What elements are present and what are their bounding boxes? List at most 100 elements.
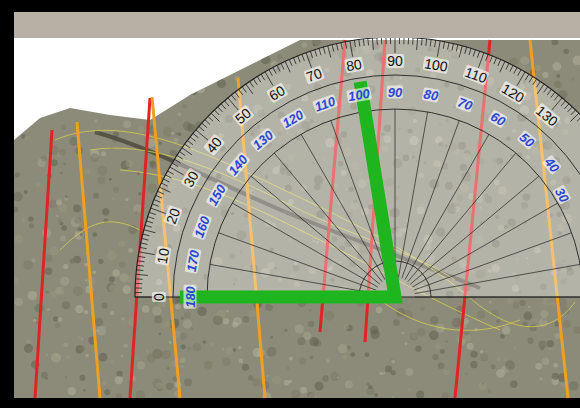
terrain-speck xyxy=(322,375,328,381)
terrain-speck xyxy=(84,310,89,315)
terrain-speck xyxy=(85,279,87,281)
tick-mark xyxy=(332,45,334,52)
tick-mark xyxy=(269,70,272,76)
terrain-speck xyxy=(60,236,66,242)
terrain-speck xyxy=(337,376,339,378)
terrain-speck xyxy=(569,381,578,390)
outer-scale-number: 80 xyxy=(344,56,364,73)
inner-scale-number: 180 xyxy=(184,285,197,309)
terrain-speck xyxy=(277,55,282,60)
tick-mark xyxy=(136,269,143,271)
terrain-speck xyxy=(197,53,202,58)
terrain-speck xyxy=(12,58,20,66)
tick-mark xyxy=(141,243,148,244)
terrain-speck xyxy=(309,337,318,346)
terrain-speck xyxy=(86,68,93,75)
terrain-speck xyxy=(33,319,36,322)
terrain-speck xyxy=(552,62,561,71)
terrain-speck xyxy=(90,153,99,162)
terrain-speck xyxy=(24,190,28,194)
terrain-speck xyxy=(101,151,106,156)
terrain-speck xyxy=(12,207,18,213)
terrain-speck xyxy=(487,389,491,393)
terrain-speck xyxy=(370,326,379,335)
terrain-speck xyxy=(298,337,306,345)
tick-mark xyxy=(537,84,544,94)
protractor-ticks xyxy=(135,37,580,297)
terrain-speck xyxy=(417,328,426,337)
terrain-speck xyxy=(67,85,70,88)
terrain-speck xyxy=(60,276,70,286)
inner-scale-number: 110 xyxy=(312,94,338,114)
terrain-speck xyxy=(496,357,500,361)
terrain-speck xyxy=(345,381,353,389)
terrain-speck xyxy=(533,318,538,323)
tick-mark xyxy=(490,56,493,62)
terrain-speck xyxy=(126,275,133,282)
tick-mark xyxy=(152,204,159,207)
outer-scale-number: 10 xyxy=(154,246,171,266)
terrain-speck xyxy=(18,51,27,60)
terrain-speck xyxy=(115,376,123,384)
terrain-speck xyxy=(564,49,569,54)
tick-mark xyxy=(568,107,573,112)
tick-mark xyxy=(250,81,254,87)
terrain-speck xyxy=(563,320,571,328)
terrain-speck xyxy=(14,136,17,139)
inner-scale-number: 170 xyxy=(185,249,202,275)
terrain-speck xyxy=(41,372,48,379)
terrain-speck xyxy=(162,72,172,82)
tick-mark xyxy=(205,120,210,125)
terrain-speck xyxy=(197,85,205,93)
terrain-speck xyxy=(131,92,138,99)
outer-scale-number: 60 xyxy=(266,82,288,103)
terrain-speck xyxy=(238,346,241,349)
tick-mark xyxy=(456,45,458,52)
terrain-speck xyxy=(441,392,449,400)
tick-mark xyxy=(459,46,462,58)
terrain-speck xyxy=(51,159,58,166)
terrain-speck xyxy=(52,86,57,91)
terrain-speck xyxy=(28,216,33,221)
inner-scale-number: 90 xyxy=(387,86,403,99)
terrain-speck xyxy=(299,357,306,364)
tick-mark xyxy=(135,287,142,288)
terrain-speck xyxy=(105,39,113,47)
terrain-speck xyxy=(181,365,183,367)
terrain-speck xyxy=(98,259,103,264)
tick-mark xyxy=(395,37,396,53)
tick-mark xyxy=(354,40,355,47)
terrain-speck xyxy=(385,366,392,373)
terrain-speck xyxy=(175,304,181,310)
tick-mark xyxy=(376,38,377,45)
terrain-speck xyxy=(391,397,394,400)
terrain-speck xyxy=(573,326,580,334)
terrain-speck xyxy=(180,70,186,76)
tick-mark xyxy=(151,208,166,213)
terrain-speck xyxy=(166,383,174,391)
terrain-speck xyxy=(83,389,86,392)
tick-mark xyxy=(367,38,369,45)
terrain-speck xyxy=(109,285,116,292)
terrain-speck xyxy=(162,325,166,329)
tick-mark xyxy=(310,51,312,58)
terrain-speck xyxy=(45,39,49,43)
terrain-speck xyxy=(46,40,54,48)
terrain-speck xyxy=(73,286,83,296)
tick-mark xyxy=(417,38,418,50)
terrain-speck xyxy=(527,338,533,344)
terrain-speck xyxy=(57,218,61,222)
terrain-speck xyxy=(513,302,519,308)
terrain-speck xyxy=(36,182,41,187)
tick-mark xyxy=(452,44,454,51)
terrain-speck xyxy=(48,200,57,209)
terrain-speck xyxy=(470,361,477,368)
terrain-speck xyxy=(391,358,395,362)
terrain-speck xyxy=(119,262,125,268)
terrain-speck xyxy=(129,300,131,302)
tick-mark xyxy=(235,92,239,98)
terrain-speck xyxy=(24,79,27,82)
tick-mark xyxy=(554,95,558,100)
tick-mark xyxy=(157,191,163,194)
terrain-speck xyxy=(58,203,67,212)
